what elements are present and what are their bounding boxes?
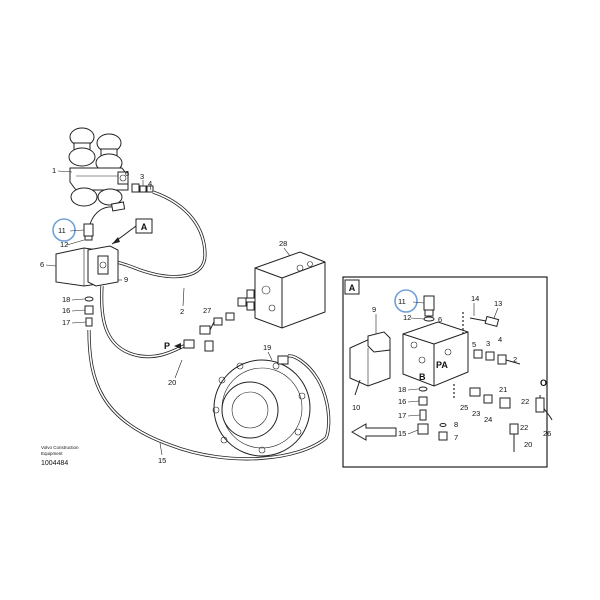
label-27: 27: [203, 306, 211, 315]
label-9: 9: [124, 275, 128, 284]
solenoid-valve-6: [55, 245, 119, 287]
detail-highlight-circle-11: [394, 289, 418, 313]
detail-callout-a-label: A: [349, 283, 356, 293]
label-19: 19: [263, 343, 271, 352]
label-18: 18: [62, 295, 70, 304]
callout-a-label: A: [141, 222, 148, 232]
fitting-group-27: [199, 297, 247, 352]
detail-label-6: 6: [438, 315, 442, 324]
detail-label-22a: 22: [521, 397, 529, 406]
label-12: 12: [60, 240, 68, 249]
detail-label-12: 12: [403, 313, 411, 322]
valve-block-28: [246, 251, 326, 329]
port-pa-label: PA: [436, 360, 448, 370]
detail-label-8: 8: [454, 420, 458, 429]
detail-label-23: 23: [472, 409, 480, 418]
detail-view-a: A: [342, 276, 553, 468]
direction-arrow: [350, 423, 397, 441]
figure-footer: Volvo Construction Equipment 1004484: [41, 445, 79, 467]
label-3: 3: [140, 172, 144, 181]
label-20: 20: [168, 378, 176, 387]
detail-label-22b: 22: [520, 423, 528, 432]
detail-label-4: 4: [498, 335, 502, 344]
swivel-unit-19: [212, 355, 311, 457]
highlight-circle-11: [52, 218, 76, 242]
label-4: 4: [148, 179, 152, 188]
detail-labels: 11 12 9 6 14 13 PA 5 3 4 2 10 B 18 16 17…: [352, 289, 551, 449]
hose-20: [100, 285, 195, 359]
label-5: 6: [125, 169, 129, 178]
detail-label-20: 20: [524, 440, 532, 449]
detail-label-15: 15: [398, 429, 406, 438]
detail-label-5: 5: [472, 340, 476, 349]
callout-a-main: A: [111, 218, 153, 245]
fitting-group-3-4-5: [131, 180, 154, 193]
brand-caption-line2: Equipment: [41, 451, 63, 456]
brand-caption-line1: Volvo Construction: [41, 445, 79, 450]
detail-label-25: 25: [460, 403, 468, 412]
detail-label-26: 26: [543, 429, 551, 438]
detail-label-24: 24: [484, 415, 492, 424]
label-1: 1: [52, 166, 56, 175]
hose-15: [87, 329, 331, 461]
label-6: 6: [40, 260, 44, 269]
port-b-label: B: [419, 372, 426, 382]
detail-label-17: 17: [398, 411, 406, 420]
detail-label-3: 3: [486, 339, 490, 348]
label-28: 28: [279, 239, 287, 248]
detail-label-10: 10: [352, 403, 360, 412]
detail-label-18: 18: [398, 385, 406, 394]
port-p-label: P: [164, 341, 170, 351]
label-2: 2: [180, 307, 184, 316]
detail-label-2: 2: [513, 355, 517, 364]
label-17: 17: [62, 318, 70, 327]
detail-label-14: 14: [471, 294, 479, 303]
detail-label-11: 11: [398, 297, 406, 306]
detail-label-21: 21: [499, 385, 507, 394]
hose-2: [110, 190, 207, 279]
port-o-label: O: [540, 378, 547, 388]
label-15: 15: [158, 456, 166, 465]
detail-label-16: 16: [398, 397, 406, 406]
detail-label-13: 13: [494, 299, 502, 308]
label-11: 11: [58, 226, 66, 235]
detail-label-7: 7: [454, 433, 458, 442]
detail-label-9: 9: [372, 305, 376, 314]
fitting-stack-left: [84, 296, 94, 327]
pressure-sensor-11: [83, 201, 126, 241]
accumulator-assembly: [68, 127, 129, 207]
label-16: 16: [62, 306, 70, 315]
main-labels: 1 6 3 4 11 12 6 9 18 16 17 2 28 27 P 20 …: [40, 166, 291, 465]
figure-number: 1004484: [41, 460, 68, 467]
